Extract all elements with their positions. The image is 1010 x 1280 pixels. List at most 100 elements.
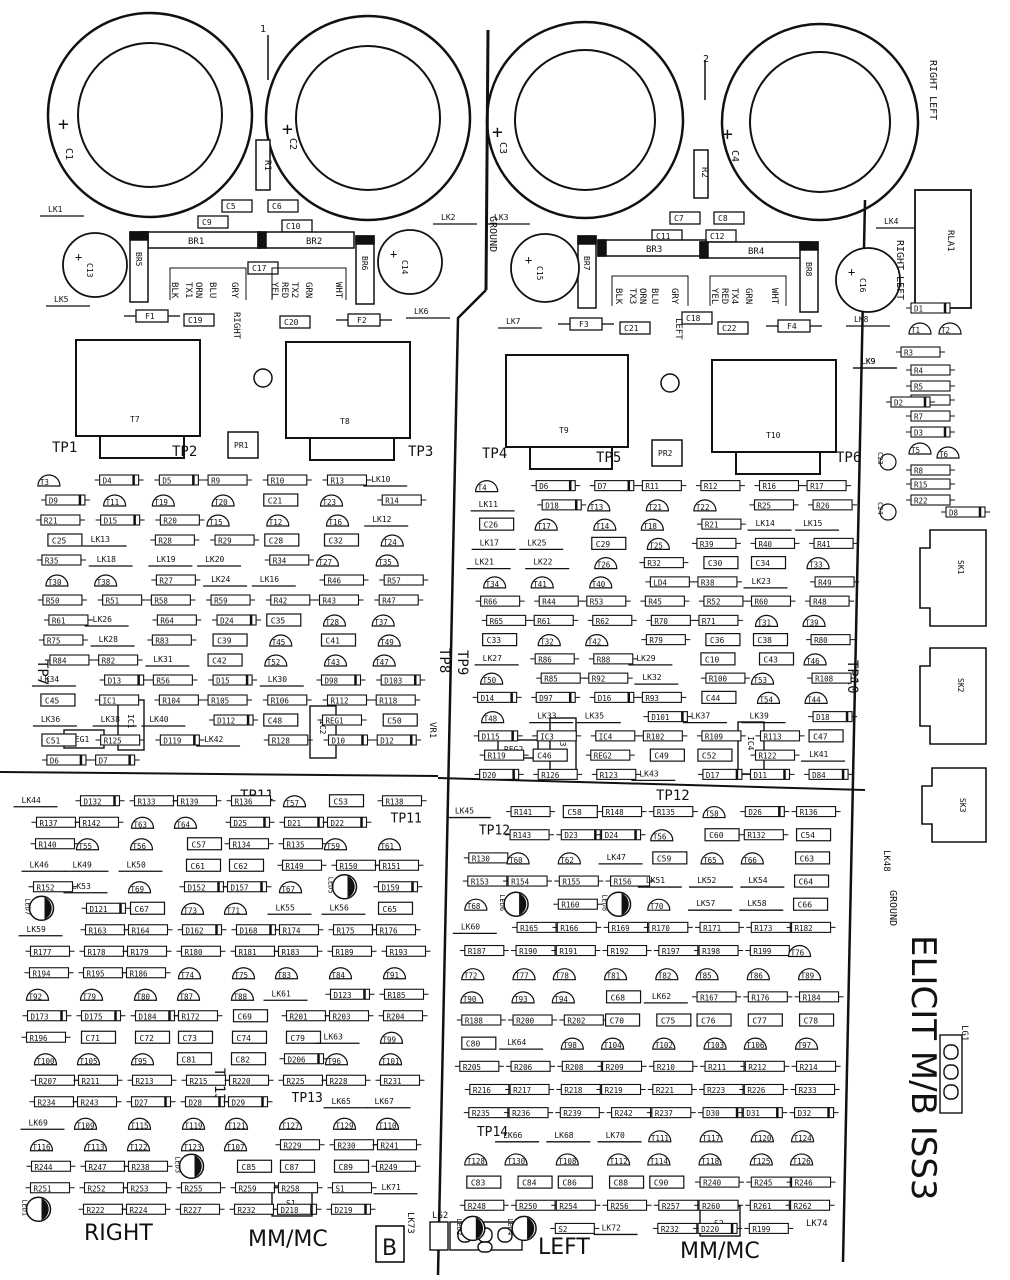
- label-c50: C50: [387, 717, 402, 726]
- part-d220: D220: [693, 1222, 743, 1234]
- part-lk68: LK68: [546, 1131, 591, 1143]
- label-d6: D6: [50, 757, 60, 766]
- part-d184: D184: [130, 1010, 180, 1022]
- part-c79: C79: [285, 1030, 322, 1044]
- label-t40: T40: [592, 580, 606, 589]
- label-c90: C90: [654, 1179, 669, 1188]
- label-lk40: LK40: [149, 715, 168, 724]
- part-br6: BR6: [355, 235, 375, 305]
- label-r16: R16: [763, 482, 777, 491]
- part-c14: +C14: [377, 229, 443, 295]
- label-r142: R142: [83, 819, 101, 828]
- part-r175: R175: [328, 924, 378, 936]
- part-r71: R71: [693, 614, 743, 626]
- label-r15: R15: [914, 481, 928, 490]
- label-r229: R229: [284, 1141, 302, 1150]
- part-r254: R254: [551, 1199, 601, 1211]
- label-r186: R186: [130, 969, 149, 978]
- label-t61: T61: [381, 842, 395, 851]
- label-br2: BR2: [306, 237, 322, 247]
- part-c63: C63: [794, 851, 831, 865]
- part-r22: R22: [906, 494, 955, 506]
- part-t99: T99: [379, 1031, 404, 1044]
- part-lk25: LK25: [519, 538, 564, 551]
- electrolytic-capacitors-top: +C13+C14+C15+C16: [62, 229, 901, 313]
- part-c21: C21: [263, 493, 299, 507]
- part-r16: R16: [754, 480, 804, 492]
- label-r41: R41: [817, 540, 831, 549]
- label-lk5: LK5: [54, 295, 69, 304]
- label-r200: R200: [516, 1017, 535, 1026]
- label-lk7: LK7: [506, 317, 521, 326]
- label-pr1: PR1: [234, 441, 249, 450]
- label-r167: R167: [700, 993, 718, 1002]
- part-r17: R17: [802, 480, 852, 492]
- part-t38: T38: [94, 574, 118, 587]
- label-r153: R153: [471, 878, 489, 887]
- label-f2: F2: [357, 316, 367, 325]
- label-t52: T52: [267, 658, 281, 667]
- label-d31: D31: [746, 1109, 760, 1118]
- label-ic1: IC1: [126, 714, 135, 729]
- label-t69: T69: [131, 885, 145, 894]
- part-d13: D13: [99, 674, 149, 686]
- label-reg1: REG1: [70, 735, 89, 744]
- label-t13: T13: [590, 503, 604, 512]
- label-left: LEFT: [538, 1235, 590, 1260]
- label-d162: D162: [186, 926, 204, 935]
- label-t80: T80: [137, 992, 151, 1001]
- label-r221: R221: [656, 1086, 674, 1095]
- part-r26: R26: [808, 499, 858, 511]
- part-lk65: LK65: [323, 1097, 368, 1109]
- part-r203: R203: [324, 1010, 374, 1022]
- part-t7: T7: [75, 339, 201, 459]
- label-tp13: TP13: [292, 1091, 323, 1106]
- part-t76: T76: [787, 945, 812, 958]
- label-r242: R242: [615, 1109, 633, 1118]
- label-r27: R27: [159, 577, 173, 586]
- part-t60: T60: [506, 852, 530, 865]
- part-lk59: LK59: [18, 925, 63, 937]
- label-c77: C77: [752, 1017, 767, 1026]
- label-r194: R194: [33, 969, 52, 978]
- label-c22: C22: [722, 324, 737, 333]
- label-c10: C10: [705, 655, 720, 664]
- label-c15: C15: [535, 266, 544, 281]
- part-r34: R34: [264, 554, 314, 566]
- label-c51: C51: [46, 737, 61, 746]
- part-led6: LED6: [498, 891, 529, 917]
- label-r21: R21: [705, 521, 719, 530]
- part-d219: D219: [326, 1203, 376, 1215]
- label-c34: C34: [756, 559, 771, 568]
- label-r238: R238: [132, 1163, 151, 1172]
- part-d115: D115: [473, 730, 523, 742]
- label-t113: T113: [87, 1143, 105, 1152]
- label-d23: D23: [564, 831, 578, 840]
- part-r256: R256: [602, 1199, 652, 1211]
- label-t8: T8: [340, 417, 350, 426]
- label-lk43: LK43: [639, 769, 658, 778]
- label-c6: C6: [272, 202, 282, 211]
- label-ic3: IC3: [540, 732, 554, 741]
- top-resistors: R1 R2: [255, 139, 709, 199]
- label-t84: T84: [332, 971, 346, 980]
- label-c63: C63: [800, 854, 815, 863]
- label-c16: C16: [858, 278, 867, 293]
- part-r236: R236: [504, 1107, 554, 1119]
- label-+: +: [75, 250, 82, 264]
- part-f1: F1: [124, 309, 180, 323]
- part-r226: R226: [739, 1083, 789, 1096]
- part-r82: R82: [93, 654, 143, 666]
- label-c46: C46: [537, 752, 552, 761]
- part-d157: D157: [222, 881, 272, 893]
- tp-tp1: TP1: [52, 440, 77, 456]
- part-t91: T91: [382, 967, 407, 980]
- label-c69: C69: [238, 1012, 253, 1021]
- part-br2: BR2: [257, 231, 355, 249]
- part-r198: R198: [694, 944, 744, 957]
- part-d84: D84: [804, 768, 854, 780]
- label-r232: R232: [661, 1225, 679, 1234]
- label-d220: D220: [701, 1225, 720, 1234]
- part-t21: T21: [645, 499, 669, 512]
- c2-label: C2: [287, 138, 298, 150]
